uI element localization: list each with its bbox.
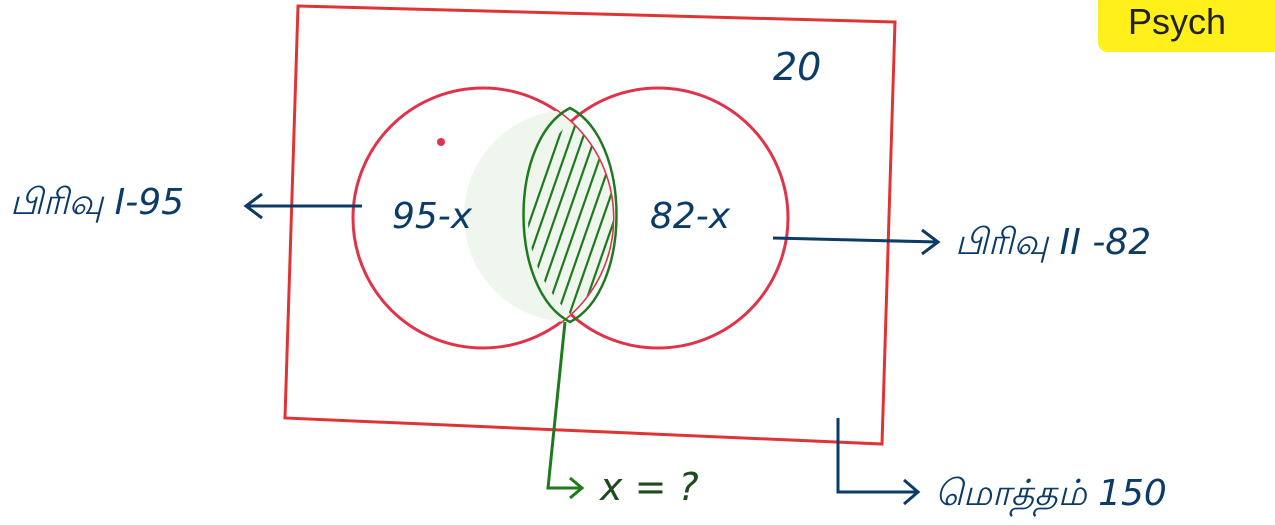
intersection-hatching (464, 110, 613, 322)
set-2-label: பிரிவு II -82 (955, 222, 1151, 263)
right-arrowhead (921, 228, 941, 256)
set-1-label: பிரிவு I-95 (10, 182, 184, 223)
intersection-question: x = ? (599, 465, 699, 509)
universal-value-label: 20 (773, 45, 821, 89)
intersection-arrowhead (569, 476, 585, 500)
left-arrowhead (243, 192, 263, 220)
intersection-arrow (546, 321, 582, 490)
marker-dot (437, 138, 445, 146)
total-label: மொத்தம் 150 (935, 473, 1167, 517)
right-region-label: 82-x (650, 196, 731, 237)
total-arrow (836, 418, 918, 494)
universal-set-box (283, 4, 897, 446)
total-arrowhead (903, 478, 921, 506)
corner-tag: Psych (1098, 0, 1275, 52)
right-arrow (772, 236, 939, 244)
left-region-label: 95-x (392, 196, 473, 237)
